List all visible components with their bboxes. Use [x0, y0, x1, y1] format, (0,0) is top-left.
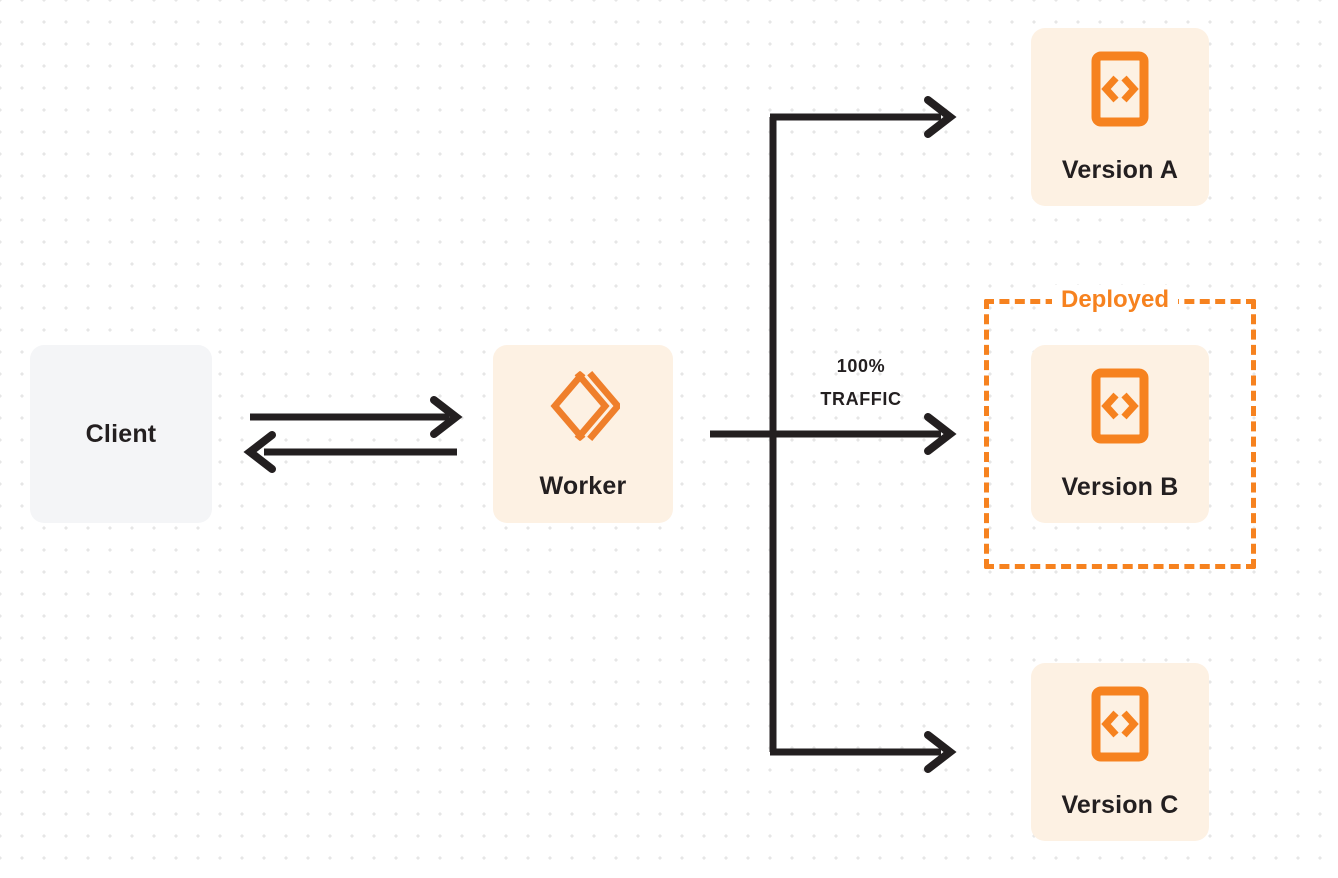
node-worker[interactable]: Worker: [493, 345, 673, 523]
code-script-icon: [1091, 368, 1149, 449]
edge-worker-to-client: [243, 431, 457, 473]
node-client[interactable]: Client: [30, 345, 212, 523]
traffic-label: 100% TRAFFIC: [790, 350, 932, 416]
node-version-a[interactable]: Version A: [1031, 28, 1209, 206]
edge-client-to-worker: [250, 396, 463, 438]
deployed-group-label: Deployed: [1052, 285, 1179, 315]
edge-branch-to-version-c: [770, 731, 957, 773]
edge-branch-to-version-a: [770, 96, 957, 138]
node-client-label: Client: [85, 419, 157, 448]
cloudflare-workers-logo-icon: [546, 369, 623, 448]
code-script-icon: [1091, 51, 1149, 132]
node-version-c-label: Version C: [1061, 791, 1179, 819]
node-version-b-label: Version B: [1061, 473, 1179, 501]
node-version-a-label: Version A: [1061, 156, 1179, 184]
node-worker-label: Worker: [539, 472, 627, 500]
code-script-icon: [1091, 686, 1149, 767]
node-version-c[interactable]: Version C: [1031, 663, 1209, 841]
node-version-b[interactable]: Version B: [1031, 345, 1209, 523]
edge-worker-to-version-b: [710, 413, 957, 455]
traffic-percent: 100%: [836, 356, 886, 376]
traffic-word: TRAFFIC: [820, 389, 902, 409]
